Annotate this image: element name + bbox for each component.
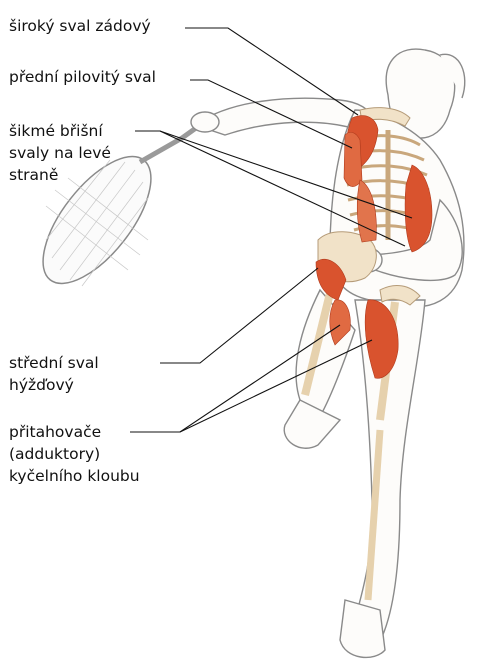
- label-line: (adduktory): [9, 443, 140, 465]
- label-latissimus-dorsi: široký sval zádový: [9, 15, 151, 37]
- tennis-player-figure: [191, 49, 465, 657]
- label-line: hýžďový: [9, 374, 99, 396]
- label-line: přitahovače: [9, 421, 140, 443]
- label-line: široký sval zádový: [9, 15, 151, 37]
- leader-adductors-2: [180, 340, 372, 432]
- label-line: straně: [9, 164, 111, 186]
- label-line: přední pilovitý sval: [9, 66, 156, 88]
- label-line: střední sval: [9, 352, 99, 374]
- label-line: šikmé břišní: [9, 120, 111, 142]
- label-line: svaly na levé: [9, 142, 111, 164]
- leader-gluteus: [160, 268, 318, 363]
- label-line: kyčelního kloubu: [9, 465, 140, 487]
- label-adductors: přitahovače (adduktory) kyčelního kloubu: [9, 421, 140, 487]
- label-gluteus-medius: střední sval hýžďový: [9, 352, 99, 396]
- label-serratus-anterior: přední pilovitý sval: [9, 66, 156, 88]
- serratus-anterior-muscle: [344, 132, 362, 186]
- label-obliques: šikmé břišní svaly na levé straně: [9, 120, 111, 186]
